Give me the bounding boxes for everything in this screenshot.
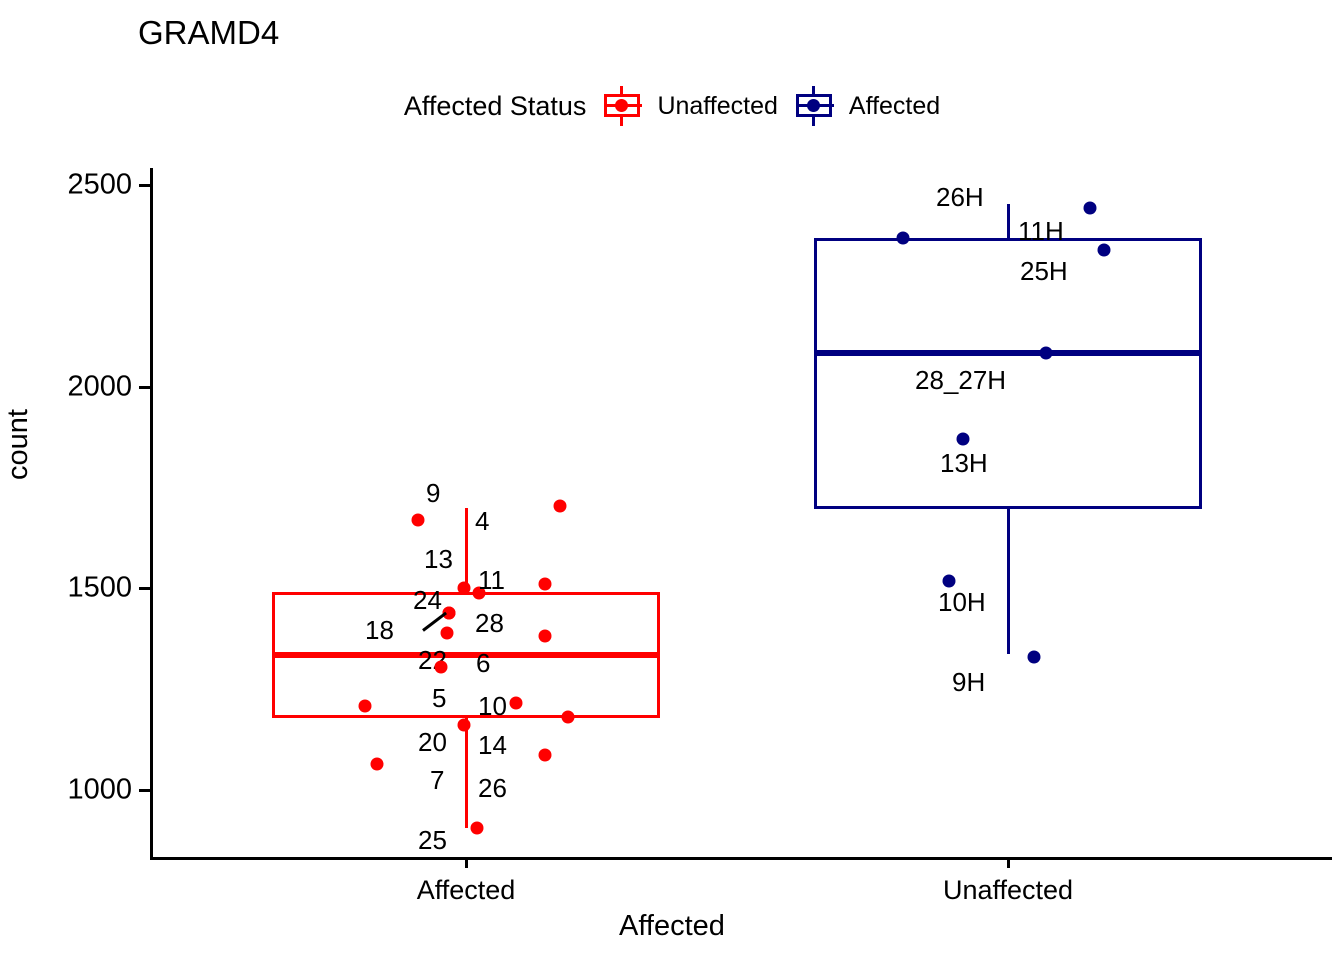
legend-label-unaffected: Unaffected xyxy=(657,91,778,120)
y-axis-title: count xyxy=(2,409,34,480)
boxplot-box[interactable] xyxy=(814,237,1202,509)
data-point-label: 9 xyxy=(426,478,441,508)
data-point[interactable] xyxy=(370,757,384,771)
data-point[interactable] xyxy=(411,513,425,527)
x-axis-title: Affected xyxy=(619,910,725,942)
y-axis-tick-label: 1500 xyxy=(67,571,132,604)
x-axis-tick-label: Affected xyxy=(416,875,516,905)
legend-title: Affected Status xyxy=(403,90,587,121)
data-point-label: 11 xyxy=(478,565,505,595)
data-point[interactable] xyxy=(1039,346,1053,360)
data-point-label: 26 xyxy=(478,773,507,803)
data-point-label: 20 xyxy=(418,727,447,757)
data-point-label: 5 xyxy=(432,683,447,713)
y-axis-tick xyxy=(139,587,150,591)
data-point-label: 13 xyxy=(424,544,453,574)
data-point[interactable] xyxy=(942,574,956,588)
data-point[interactable] xyxy=(470,821,484,835)
data-point-label: 10 xyxy=(478,691,507,721)
boxplot-median-line xyxy=(814,349,1202,356)
boxplot-key-navy-icon xyxy=(792,86,838,126)
data-point[interactable] xyxy=(896,231,910,245)
x-axis-line xyxy=(150,857,1332,860)
data-point[interactable] xyxy=(472,586,486,600)
x-axis-tick xyxy=(465,857,468,868)
data-point-label: 4 xyxy=(475,506,490,536)
data-point-label: 25H xyxy=(1020,256,1068,286)
data-point[interactable] xyxy=(442,606,456,620)
legend-entry-affected[interactable]: Affected xyxy=(792,86,940,126)
data-point[interactable] xyxy=(358,699,372,713)
boxplot-whisker-lower xyxy=(464,718,468,828)
page-title: GRAMD4 xyxy=(138,14,280,51)
y-axis-tick-label: 1000 xyxy=(67,773,132,806)
boxplot-key-red-icon xyxy=(600,86,646,126)
x-axis-tick-label: Unaffected xyxy=(942,875,1074,905)
data-point-label: 18 xyxy=(365,615,394,645)
y-axis-tick-label: 2000 xyxy=(67,370,132,403)
data-point-label: 14 xyxy=(478,730,507,760)
boxplot-whisker-upper xyxy=(464,508,468,593)
data-point-label: 9H xyxy=(952,667,986,697)
data-point-label: 24 xyxy=(413,585,442,615)
data-point[interactable] xyxy=(553,499,567,513)
data-point[interactable] xyxy=(956,432,970,446)
data-point[interactable] xyxy=(440,626,454,640)
data-point[interactable] xyxy=(1083,201,1097,215)
boxplot-whisker-upper xyxy=(1006,203,1010,238)
y-axis-tick xyxy=(139,385,150,389)
data-point[interactable] xyxy=(434,660,448,674)
data-point[interactable] xyxy=(1097,243,1111,257)
data-point-label: 28_27H xyxy=(915,365,1007,395)
boxplot-median-line xyxy=(272,651,660,658)
data-point-label: 11H xyxy=(1018,216,1064,246)
boxplot-whisker-lower xyxy=(1006,508,1010,655)
y-axis-line xyxy=(150,168,153,860)
legend-label-affected: Affected xyxy=(848,91,941,120)
data-point-label: 25 xyxy=(418,825,447,855)
x-axis-tick xyxy=(1007,857,1010,868)
data-point-label: 7 xyxy=(430,765,445,795)
y-axis-tick-label: 2500 xyxy=(67,168,132,201)
data-point[interactable] xyxy=(457,718,471,732)
data-point[interactable] xyxy=(538,577,552,591)
y-axis-tick xyxy=(139,789,150,792)
data-point[interactable] xyxy=(561,710,575,724)
data-point[interactable] xyxy=(538,629,552,643)
legend: Affected Status Unaffected Affected xyxy=(0,86,1344,126)
data-point[interactable] xyxy=(457,581,471,595)
data-point[interactable] xyxy=(1027,650,1041,664)
data-point-label: 28 xyxy=(475,608,504,638)
y-axis-tick xyxy=(139,184,150,187)
data-point-label: 26H xyxy=(936,182,984,212)
data-point[interactable] xyxy=(509,696,523,710)
data-point[interactable] xyxy=(538,748,552,762)
data-point-label: 10H xyxy=(938,587,986,617)
data-point-label: 6 xyxy=(476,648,491,678)
legend-entry-unaffected[interactable]: Unaffected xyxy=(600,86,778,126)
data-point-label: 13H xyxy=(940,448,988,478)
